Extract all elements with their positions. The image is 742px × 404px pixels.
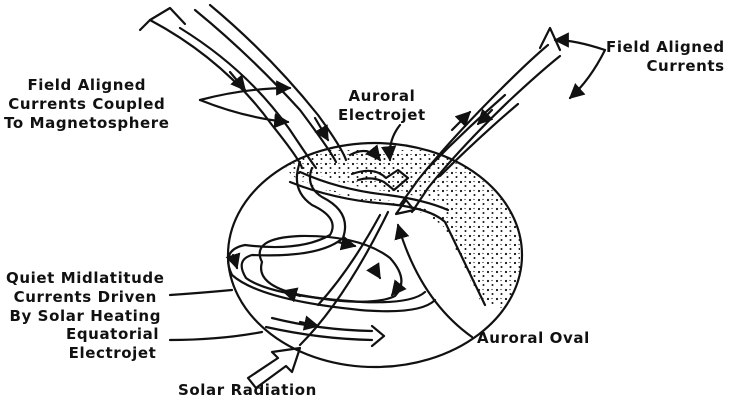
- label-line: Field Aligned: [4, 76, 170, 95]
- label-line: Currents Driven: [6, 288, 164, 307]
- label-line: Field Aligned: [606, 38, 725, 57]
- label-quiet-midlatitude-currents: Quiet Midlatitude Currents Driven By Sol…: [6, 269, 164, 326]
- label-line: Auroral Oval: [477, 329, 590, 348]
- leader-line: [170, 332, 262, 340]
- label-equatorial-electrojet: Equatorial Electrojet: [66, 325, 159, 363]
- label-line: Electrojet: [66, 344, 159, 363]
- leader-line: [570, 50, 605, 98]
- label-solar-radiation: Solar Radiation: [178, 381, 317, 400]
- leader-line: [170, 290, 232, 295]
- label-line: By Solar Heating: [6, 307, 164, 326]
- label-field-aligned-currents-coupled: Field Aligned Currents Coupled To Magnet…: [4, 76, 170, 133]
- label-line: Equatorial: [66, 325, 159, 344]
- label-line: Solar Radiation: [178, 381, 317, 400]
- label-line: Auroral: [338, 87, 426, 106]
- label-line: Currents: [606, 57, 725, 76]
- label-line: Quiet Midlatitude: [6, 269, 164, 288]
- label-field-aligned-currents: Field Aligned Currents: [606, 38, 725, 76]
- label-auroral-oval: Auroral Oval: [477, 329, 590, 348]
- label-line: Currents Coupled: [4, 95, 170, 114]
- label-auroral-electrojet: Auroral Electrojet: [338, 87, 426, 125]
- leader-line: [555, 40, 605, 50]
- label-line: To Magnetosphere: [4, 114, 170, 133]
- label-line: Electrojet: [338, 106, 426, 125]
